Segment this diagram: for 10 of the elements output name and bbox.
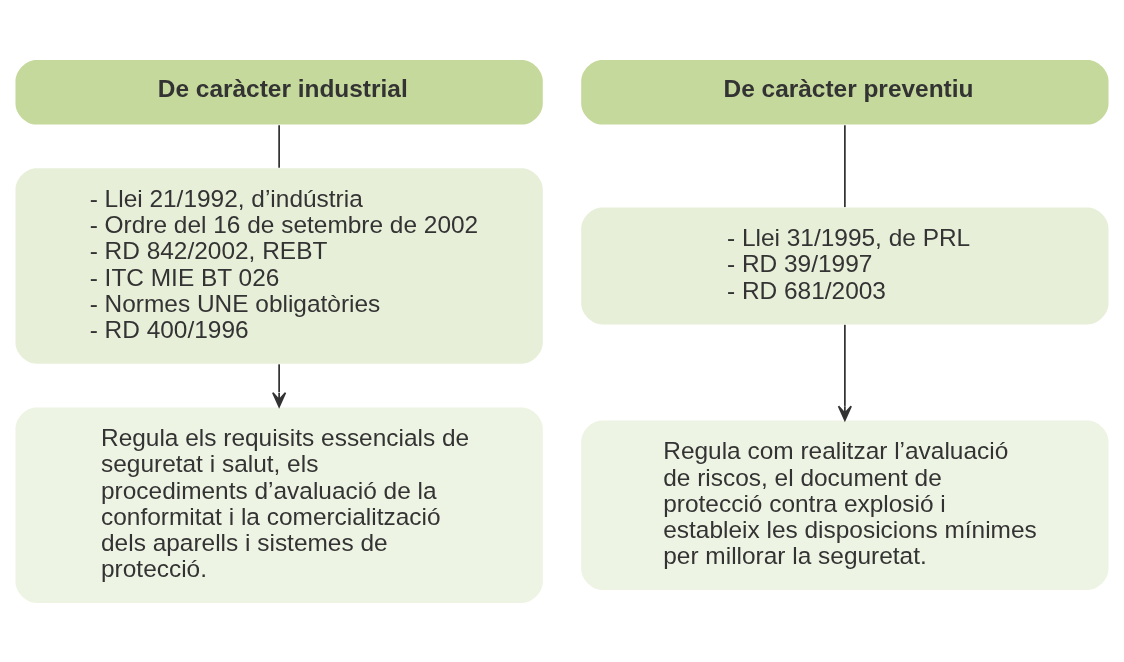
arrow xyxy=(837,323,853,421)
node-box: - Llei 21/1992, d’indústria - Ordre del 16 de setembre de 2002 - RD 842/2002, REBT - ITC MIE BT 026 - Normes UNE obligatòries - RD 400/1996 xyxy=(15,167,543,364)
node-box: - Llei 31/1995, de PRL - RD 39/1997 - RD 681/2003 xyxy=(581,207,1109,324)
connector xyxy=(278,123,280,169)
node-box: De caràcter preventiu xyxy=(581,59,1109,125)
node-box: De caràcter industrial xyxy=(15,59,543,125)
arrow xyxy=(271,362,287,408)
node-box: Regula els requisits essencials de seguretat i salut, els procediments d’avaluació de la conformitat i la comercialització dels aparells i sistemes de protecció. xyxy=(15,406,543,603)
node-box: Regula com realitzar l’avaluació de riscos, el document de protecció contra explosió i estableix les disposicions mínimes per millorar la seguretat. xyxy=(581,420,1109,590)
connector xyxy=(844,123,846,208)
